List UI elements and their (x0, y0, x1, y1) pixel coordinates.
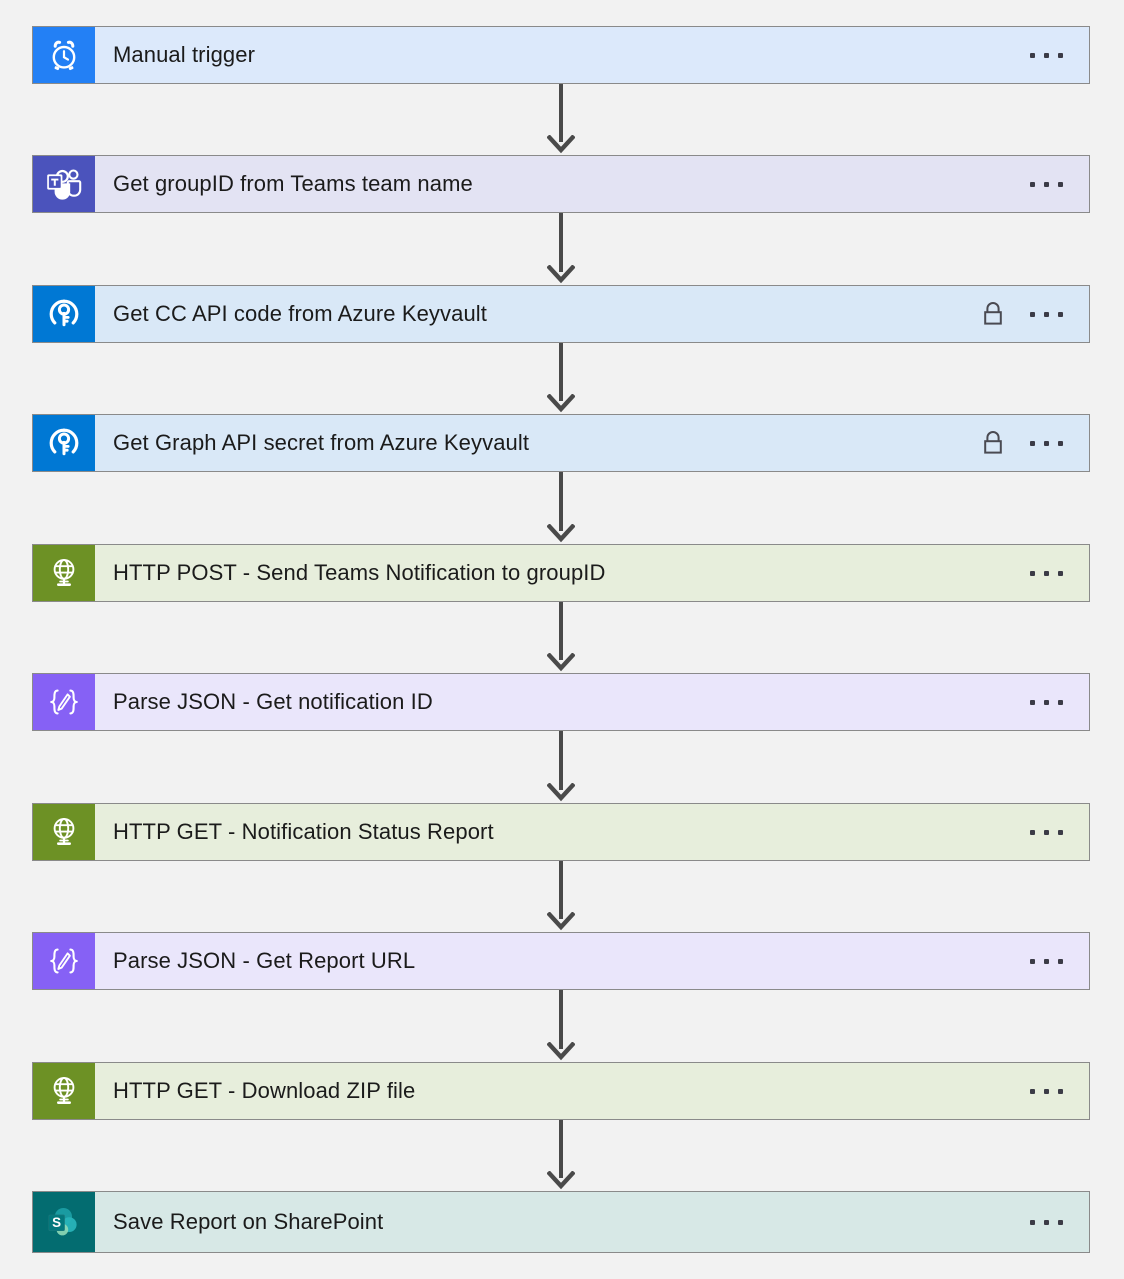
more-options-icon[interactable] (1030, 1192, 1063, 1252)
arrow-head-icon (547, 1171, 575, 1193)
http-globe-icon (33, 1063, 95, 1119)
more-options-icon[interactable] (1030, 415, 1063, 471)
connector-line (559, 213, 563, 272)
node-title: Save Report on SharePoint (113, 1209, 384, 1234)
node-actions (1030, 1192, 1089, 1252)
connector-arrow (546, 861, 576, 932)
arrow-head-icon (547, 524, 575, 546)
azure-keyvault-icon (33, 415, 95, 471)
flow-node-parse-json-get-notification-id[interactable]: Parse JSON - Get notification ID (32, 673, 1090, 731)
flow-node-get-cc-api-code-from-azure-keyvault[interactable]: Get CC API code from Azure Keyvault (32, 285, 1090, 343)
more-options-icon[interactable] (1030, 286, 1063, 342)
node-body: Get Graph API secret from Azure Keyvault (95, 415, 982, 471)
connector-line (559, 472, 563, 531)
arrow-head-icon (547, 394, 575, 416)
arrow-head-icon (547, 1042, 575, 1064)
lock-icon (982, 301, 1004, 327)
node-title: Get CC API code from Azure Keyvault (113, 301, 487, 326)
connector-line (559, 343, 563, 401)
flow-node-get-groupid-from-teams-team-name[interactable]: Get groupID from Teams team name (32, 155, 1090, 213)
node-actions (1030, 1063, 1089, 1119)
node-body: HTTP GET - Notification Status Report (95, 804, 1030, 860)
node-actions (1030, 27, 1089, 83)
arrow-head-icon (547, 783, 575, 805)
parse-json-icon (33, 674, 95, 730)
connector-line (559, 1120, 563, 1178)
node-actions (1030, 933, 1089, 989)
connector-arrow (546, 731, 576, 803)
more-options-icon[interactable] (1030, 1063, 1063, 1119)
lock-icon (982, 430, 1004, 456)
more-options-icon[interactable] (1030, 674, 1063, 730)
connector-line (559, 861, 563, 919)
more-options-icon[interactable] (1030, 545, 1063, 601)
node-body: Manual trigger (95, 27, 1030, 83)
arrow-head-icon (547, 265, 575, 287)
more-options-icon[interactable] (1030, 27, 1063, 83)
connector-line (559, 990, 563, 1049)
flow-node-http-get-notification-status-report[interactable]: HTTP GET - Notification Status Report (32, 803, 1090, 861)
node-body: Save Report on SharePoint (95, 1192, 1030, 1252)
connector-arrow (546, 343, 576, 414)
svg-text:S: S (52, 1215, 61, 1230)
azure-keyvault-icon (33, 286, 95, 342)
more-options-icon[interactable] (1030, 156, 1063, 212)
node-actions (1030, 156, 1089, 212)
arrow-head-icon (547, 135, 575, 157)
node-actions (1030, 804, 1089, 860)
node-title: HTTP GET - Download ZIP file (113, 1078, 416, 1103)
node-actions (982, 415, 1089, 471)
http-globe-icon (33, 804, 95, 860)
flow-node-manual-trigger[interactable]: Manual trigger (32, 26, 1090, 84)
node-body: Get groupID from Teams team name (95, 156, 1030, 212)
node-title: Parse JSON - Get notification ID (113, 689, 433, 714)
node-body: Parse JSON - Get notification ID (95, 674, 1030, 730)
alarm-clock-icon (33, 27, 95, 83)
node-body: HTTP GET - Download ZIP file (95, 1063, 1030, 1119)
node-actions (1030, 545, 1089, 601)
http-globe-icon (33, 545, 95, 601)
node-title: Get groupID from Teams team name (113, 171, 473, 196)
more-options-icon[interactable] (1030, 804, 1063, 860)
connector-arrow (546, 1120, 576, 1191)
sharepoint-icon: S (33, 1192, 95, 1252)
connector-arrow (546, 990, 576, 1062)
node-body: Parse JSON - Get Report URL (95, 933, 1030, 989)
connector-arrow (546, 213, 576, 285)
flow-node-http-post-send-teams-notification-to-groupid[interactable]: HTTP POST - Send Teams Notification to g… (32, 544, 1090, 602)
node-body: HTTP POST - Send Teams Notification to g… (95, 545, 1030, 601)
flow-node-save-report-on-sharepoint[interactable]: S Save Report on SharePoint (32, 1191, 1090, 1253)
connector-arrow (546, 472, 576, 544)
node-title: Manual trigger (113, 42, 256, 67)
node-title: Get Graph API secret from Azure Keyvault (113, 430, 530, 455)
flow-node-get-graph-api-secret-from-azure-keyvault[interactable]: Get Graph API secret from Azure Keyvault (32, 414, 1090, 472)
microsoft-teams-icon (33, 156, 95, 212)
connector-line (559, 731, 563, 790)
node-title: HTTP POST - Send Teams Notification to g… (113, 560, 606, 585)
arrow-head-icon (547, 912, 575, 934)
connector-line (559, 602, 563, 660)
flow-node-parse-json-get-report-url[interactable]: Parse JSON - Get Report URL (32, 932, 1090, 990)
more-options-icon[interactable] (1030, 933, 1063, 989)
connector-line (559, 84, 563, 142)
connector-arrow (546, 602, 576, 673)
node-title: HTTP GET - Notification Status Report (113, 819, 494, 844)
node-title: Parse JSON - Get Report URL (113, 948, 416, 973)
parse-json-icon (33, 933, 95, 989)
arrow-head-icon (547, 653, 575, 675)
node-actions (982, 286, 1089, 342)
connector-arrow (546, 84, 576, 155)
flow-node-http-get-download-zip-file[interactable]: HTTP GET - Download ZIP file (32, 1062, 1090, 1120)
node-actions (1030, 674, 1089, 730)
node-body: Get CC API code from Azure Keyvault (95, 286, 982, 342)
